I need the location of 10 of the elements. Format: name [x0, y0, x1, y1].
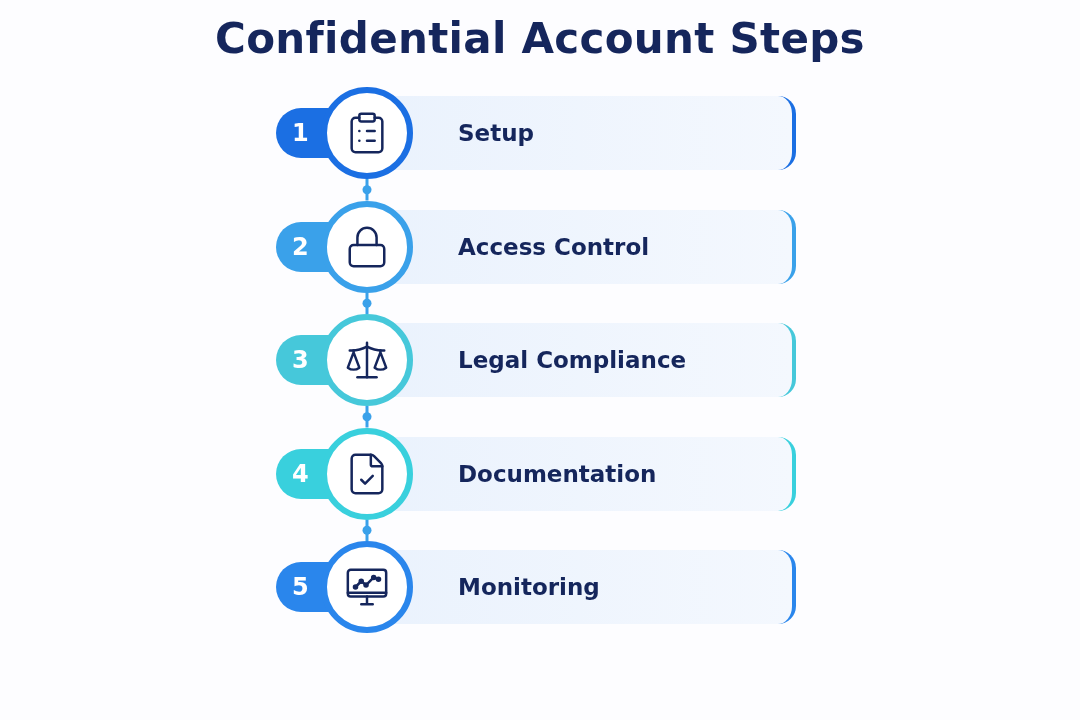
connector-line [362, 406, 372, 428]
connector-line [362, 292, 372, 314]
connector-line [362, 519, 372, 541]
title: Confidential Account Steps [214, 14, 866, 63]
step-label: Monitoring [458, 574, 600, 600]
step-label: Legal Compliance [458, 347, 687, 373]
step-label: Setup [458, 120, 534, 146]
step-label: Documentation [458, 460, 657, 487]
step-label: Access Control [458, 233, 650, 260]
connector-line [362, 179, 372, 201]
